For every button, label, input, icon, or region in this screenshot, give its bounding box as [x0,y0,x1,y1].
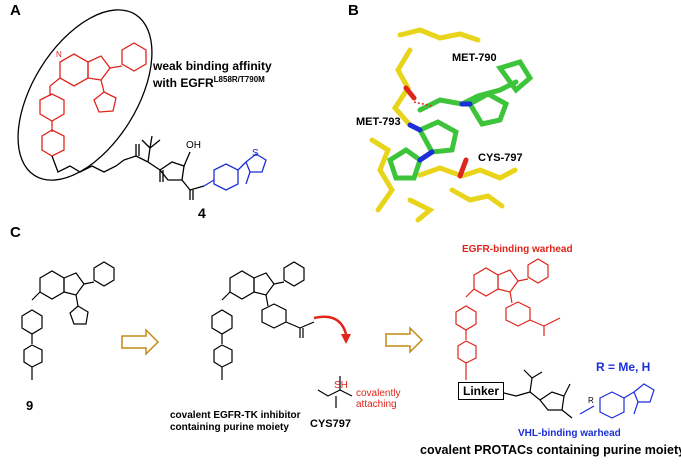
covalently-attaching-line2: attaching [356,399,397,410]
egfr-text: with EGFR [153,76,214,90]
covalent-inhibitor-caption-line2: containing purine moiety [170,422,289,433]
r-atom-label: R [588,396,594,405]
mutation-superscript: L858R/T790M [213,75,265,84]
cys797-label: CYS797 [310,418,351,430]
residue-label-cys797: CYS-797 [478,152,523,164]
residue-label-met793: MET-793 [356,116,401,128]
weak-binding-note-line2: with EGFRL858R/T790M [153,75,265,90]
linker-box: Linker [458,382,505,400]
protac-title: covalent PROTACs containing purine moiet… [420,443,681,457]
compound-9-label: 9 [26,398,34,413]
panel-label-b: B [348,2,359,19]
atom-label: N [56,50,62,59]
compound-4-label: 4 [198,205,206,221]
s-label-a: S [252,148,259,159]
sh-label: SH [334,380,348,391]
residue-label-met790: MET-790 [452,52,497,64]
panel-label-c: C [10,224,21,241]
oh-label-a: OH [186,140,201,151]
panel-label-a: A [10,2,21,19]
vhl-binding-warhead-label: VHL-binding warhead [518,428,621,439]
weak-binding-note-line1: weak binding affinity [153,59,272,73]
covalent-inhibitor-caption-line1: covalent EGFR-TK inhibitor [170,410,301,421]
egfr-binding-warhead-label: EGFR-binding warhead [462,244,573,255]
r-substituent-label: R = Me, H [596,360,651,374]
covalently-attaching-line1: covalently [356,388,401,399]
